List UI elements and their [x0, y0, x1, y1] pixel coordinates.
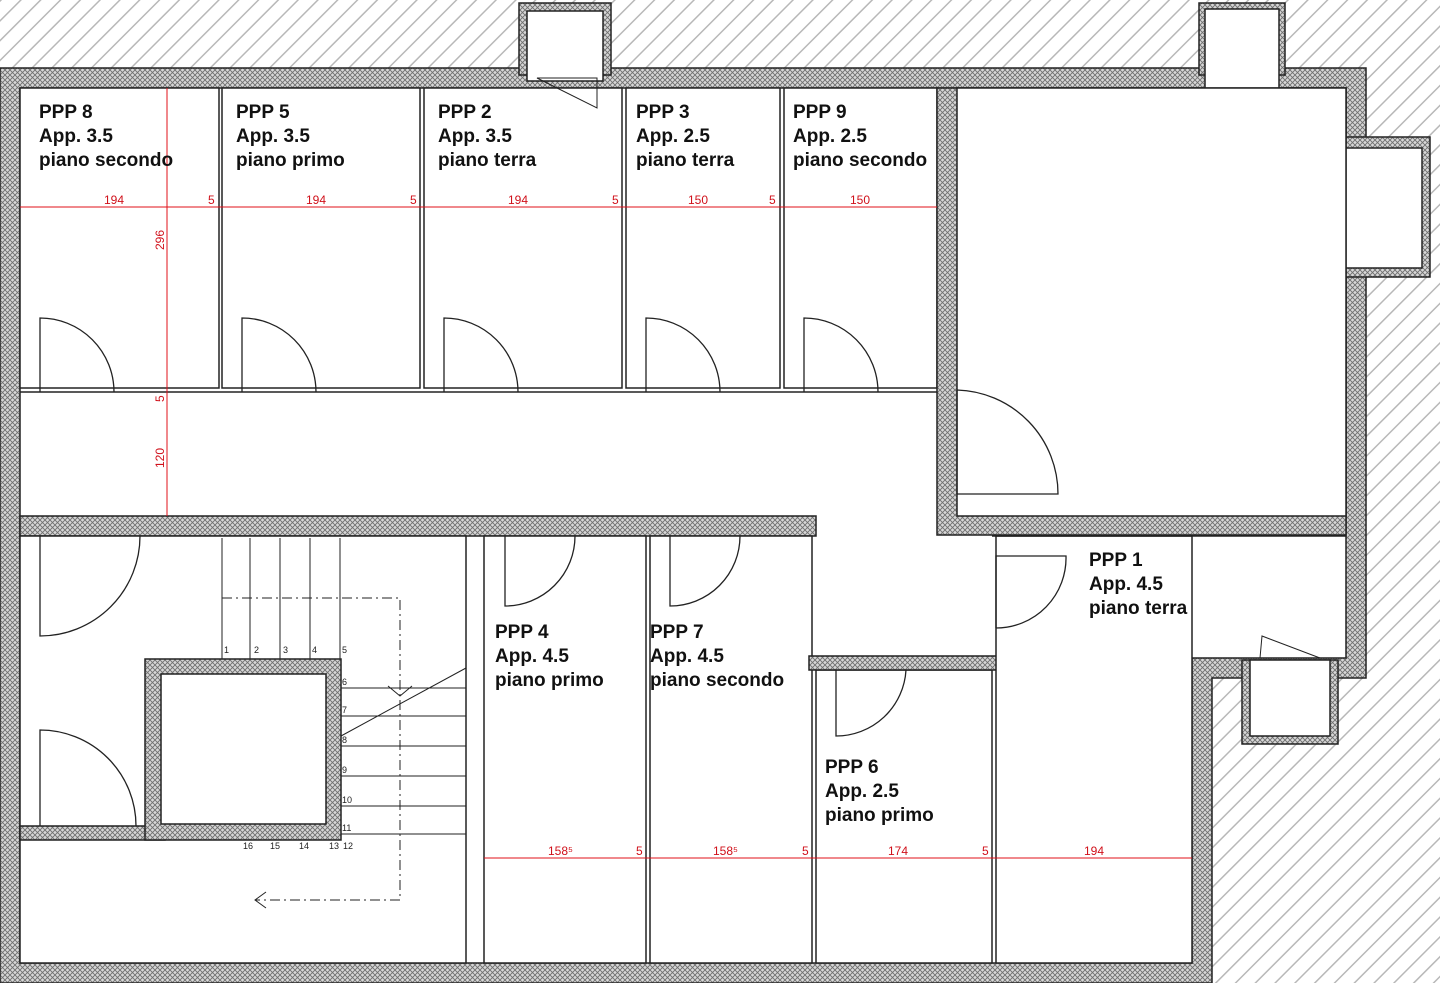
stair-step-numbers: 1 2 3 4 5 6 7 8 9 10 11 12 13 14 15 16 — [224, 645, 353, 851]
room-type: App. 3.5 — [236, 126, 310, 147]
dim-bottom-5: 174 — [888, 844, 908, 858]
dim-top-9: 150 — [850, 193, 870, 207]
step-6: 6 — [342, 677, 347, 687]
dim-vert-2: 5 — [153, 395, 167, 402]
dimension-labels: 194 5 194 5 194 5 150 5 150 296 5 120 15… — [104, 193, 1104, 858]
room-name: PPP 3 — [636, 102, 690, 123]
room-name: PPP 7 — [650, 622, 704, 643]
step-12: 12 — [343, 841, 353, 851]
dimension-lines — [20, 88, 1192, 859]
room-type: App. 4.5 — [495, 646, 569, 667]
room-floor: piano secondo — [650, 670, 785, 691]
partitions — [19, 87, 1347, 964]
room-type: App. 2.5 — [825, 781, 899, 802]
step-5: 5 — [342, 645, 347, 655]
dim-bottom-3: 158⁵ — [713, 844, 738, 858]
room-floor: piano secondo — [793, 150, 928, 171]
step-2: 2 — [254, 645, 259, 655]
dim-bottom-6: 5 — [982, 844, 989, 858]
room-type: App. 3.5 — [438, 126, 512, 147]
dim-top-6: 5 — [612, 193, 619, 207]
room-name: PPP 2 — [438, 102, 492, 123]
dim-vert-3: 120 — [153, 448, 167, 468]
room-label-ppp6: PPP 6 App. 2.5 piano primo — [825, 756, 934, 828]
dim-top-7: 150 — [688, 193, 708, 207]
room-type: App. 4.5 — [650, 646, 724, 667]
step-8: 8 — [342, 735, 347, 745]
room-label-ppp5: PPP 5 App. 3.5 piano primo — [236, 101, 345, 173]
dim-top-2: 5 — [208, 193, 215, 207]
room-label-ppp1: PPP 1 App. 4.5 piano terra — [1089, 549, 1187, 621]
dim-top-8: 5 — [769, 193, 776, 207]
room-label-ppp7: PPP 7 App. 4.5 piano secondo — [650, 621, 784, 693]
room-label-ppp2: PPP 2 App. 3.5 piano terra — [438, 101, 536, 173]
room-floor: piano secondo — [39, 150, 174, 171]
dim-bottom-2: 5 — [636, 844, 643, 858]
room-label-ppp3: PPP 3 App. 2.5 piano terra — [636, 101, 734, 173]
dim-bottom-7: 194 — [1084, 844, 1104, 858]
dim-vert-1: 296 — [153, 230, 167, 250]
room-type: App. 3.5 — [39, 126, 113, 147]
dim-top-3: 194 — [306, 193, 326, 207]
room-name: PPP 6 — [825, 757, 879, 778]
dim-bottom-1: 158⁵ — [548, 844, 573, 858]
dim-top-5: 194 — [508, 193, 528, 207]
room-type: App. 4.5 — [1089, 574, 1163, 595]
room-name: PPP 4 — [495, 622, 549, 643]
room-label-ppp9: PPP 9 App. 2.5 piano secondo — [793, 101, 927, 173]
room-type: App. 2.5 — [793, 126, 867, 147]
room-label-ppp8: PPP 8 App. 3.5 piano secondo — [39, 101, 173, 173]
step-7: 7 — [342, 705, 347, 715]
dim-top-1: 194 — [104, 193, 124, 207]
step-4: 4 — [312, 645, 317, 655]
room-type: App. 2.5 — [636, 126, 710, 147]
step-1: 1 — [224, 645, 229, 655]
room-floor: piano primo — [495, 670, 604, 691]
step-14: 14 — [299, 841, 309, 851]
step-10: 10 — [342, 795, 352, 805]
room-floor: piano terra — [438, 150, 537, 171]
stair — [221, 538, 467, 909]
room-floor: piano primo — [825, 805, 934, 826]
room-label-ppp4: PPP 4 App. 4.5 piano primo — [495, 621, 604, 693]
room-name: PPP 5 — [236, 102, 290, 123]
doors — [39, 77, 1321, 827]
step-16: 16 — [243, 841, 253, 851]
room-name: PPP 1 — [1089, 550, 1143, 571]
room-floor: piano terra — [1089, 598, 1188, 619]
step-11: 11 — [342, 823, 351, 833]
room-name: PPP 8 — [39, 102, 93, 123]
shafts — [518, 2, 1431, 745]
room-floor: piano primo — [236, 150, 345, 171]
room-name: PPP 9 — [793, 102, 847, 123]
step-9: 9 — [342, 765, 347, 775]
step-15: 15 — [270, 841, 280, 851]
step-3: 3 — [283, 645, 288, 655]
room-floor: piano terra — [636, 150, 735, 171]
dim-bottom-4: 5 — [802, 844, 809, 858]
dim-top-4: 5 — [410, 193, 417, 207]
step-13: 13 — [329, 841, 339, 851]
